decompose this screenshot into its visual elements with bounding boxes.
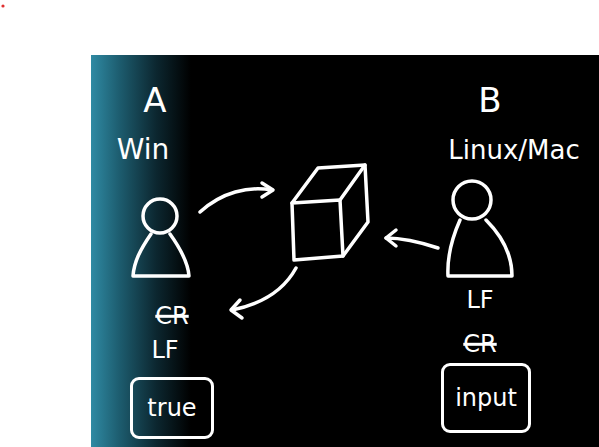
cube-symbol [292,165,368,260]
box-text: input [455,384,517,412]
text-box: true [130,377,214,439]
os-name: Linux/Mac [448,136,579,165]
red-dot [1,4,4,7]
flow-arrow [386,230,438,248]
os-name: Win [117,135,170,166]
flow-arrow [231,268,296,318]
line-ending: LF [466,287,493,313]
line-ending: CR [155,303,188,329]
flow-arrow [200,183,273,212]
line-ending: LF [151,337,178,363]
person-letter: A [143,82,166,119]
person-figure [133,199,189,276]
person-figure [448,181,512,276]
line-ending: CR [463,331,496,357]
text-box: input [441,363,531,433]
person-letter: B [478,82,501,119]
box-text: true [147,394,196,422]
